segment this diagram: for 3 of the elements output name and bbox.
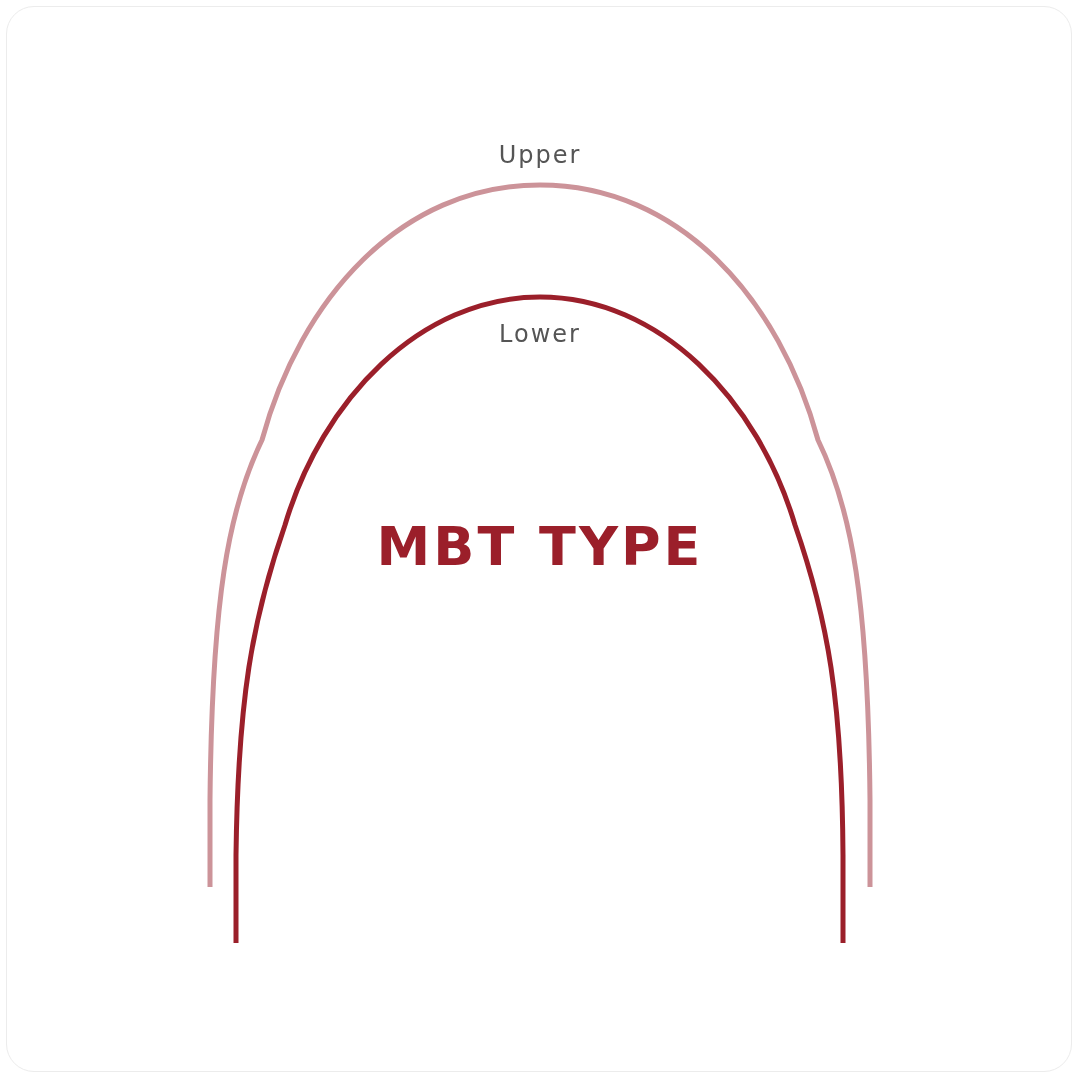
arch-label: Lower: [498, 319, 582, 349]
arch-label: Upper: [497, 140, 583, 170]
diagram-title: MBT TYPE: [375, 515, 705, 579]
